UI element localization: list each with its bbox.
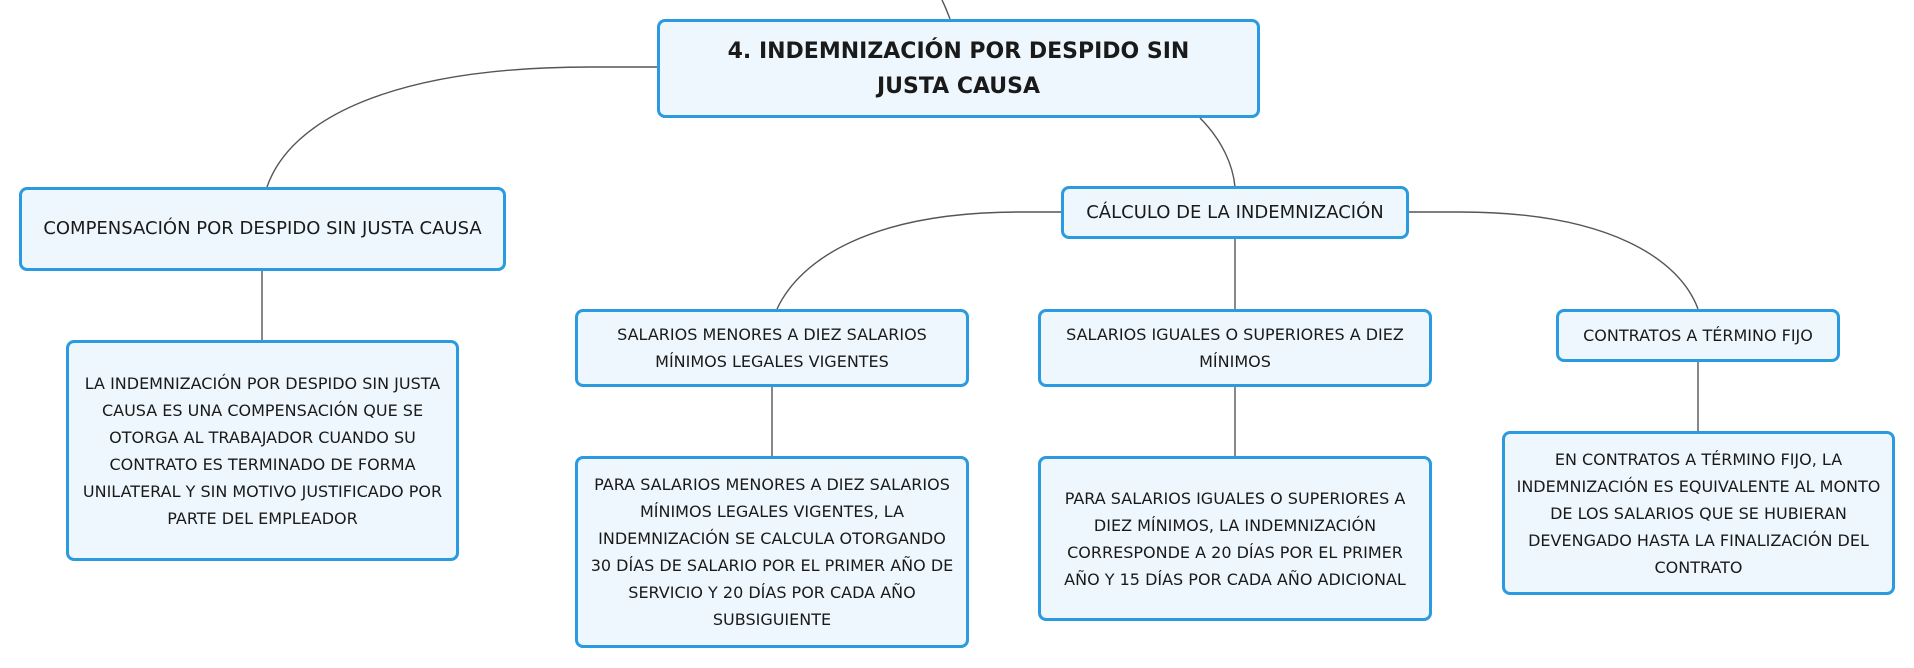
branch-fixed-term[interactable]: CONTRATOS A TÉRMINO FIJO: [1556, 309, 1840, 362]
connector-root-left: [266, 66, 657, 188]
connector-root-parent: [941, 0, 951, 20]
branch-fixed-term-detail[interactable]: EN CONTRATOS A TÉRMINO FIJO, LA INDEMNIZ…: [1502, 431, 1895, 595]
branch-fixed-term-detail-text: EN CONTRATOS A TÉRMINO FIJO, LA INDEMNIZ…: [1516, 449, 1881, 577]
calculation-topic-label: CÁLCULO DE LA INDEMNIZACIÓN: [1086, 201, 1384, 223]
branch-fixed-term-label: CONTRATOS A TÉRMINO FIJO: [1583, 326, 1813, 345]
compensation-detail[interactable]: LA INDEMNIZACIÓN POR DESPIDO SIN JUSTA C…: [66, 340, 459, 561]
branch-equal-higher-salaries-detail-text: PARA SALARIOS IGUALES O SUPERIORES A DIE…: [1064, 488, 1406, 589]
root-topic[interactable]: 4. INDEMNIZACIÓN POR DESPIDO SIN JUSTA C…: [657, 19, 1260, 118]
branch-lower-salaries-label: SALARIOS MENORES A DIEZ SALARIOS MÍNIMOS…: [617, 325, 927, 371]
branch-equal-higher-salaries-label: SALARIOS IGUALES O SUPERIORES A DIEZ MÍN…: [1066, 325, 1404, 371]
connector-calc-branch1: [776, 211, 1062, 310]
compensation-topic-label: COMPENSACIÓN POR DESPIDO SIN JUSTA CAUSA: [43, 218, 482, 239]
calculation-topic[interactable]: CÁLCULO DE LA INDEMNIZACIÓN: [1061, 186, 1409, 239]
branch-equal-higher-salaries-detail[interactable]: PARA SALARIOS IGUALES O SUPERIORES A DIE…: [1038, 456, 1432, 621]
root-topic-title: 4. INDEMNIZACIÓN POR DESPIDO SIN JUSTA C…: [727, 38, 1190, 99]
branch-lower-salaries-detail[interactable]: PARA SALARIOS MENORES A DIEZ SALARIOS MÍ…: [575, 456, 969, 648]
branch-equal-higher-salaries[interactable]: SALARIOS IGUALES O SUPERIORES A DIEZ MÍN…: [1038, 309, 1432, 387]
connector-calc-branch3: [1408, 211, 1699, 310]
compensation-topic[interactable]: COMPENSACIÓN POR DESPIDO SIN JUSTA CAUSA: [19, 187, 506, 271]
connector-root-calc: [1199, 117, 1236, 188]
branch-lower-salaries-detail-text: PARA SALARIOS MENORES A DIEZ SALARIOS MÍ…: [590, 475, 954, 629]
compensation-detail-text: LA INDEMNIZACIÓN POR DESPIDO SIN JUSTA C…: [82, 373, 443, 528]
branch-lower-salaries[interactable]: SALARIOS MENORES A DIEZ SALARIOS MÍNIMOS…: [575, 309, 969, 387]
